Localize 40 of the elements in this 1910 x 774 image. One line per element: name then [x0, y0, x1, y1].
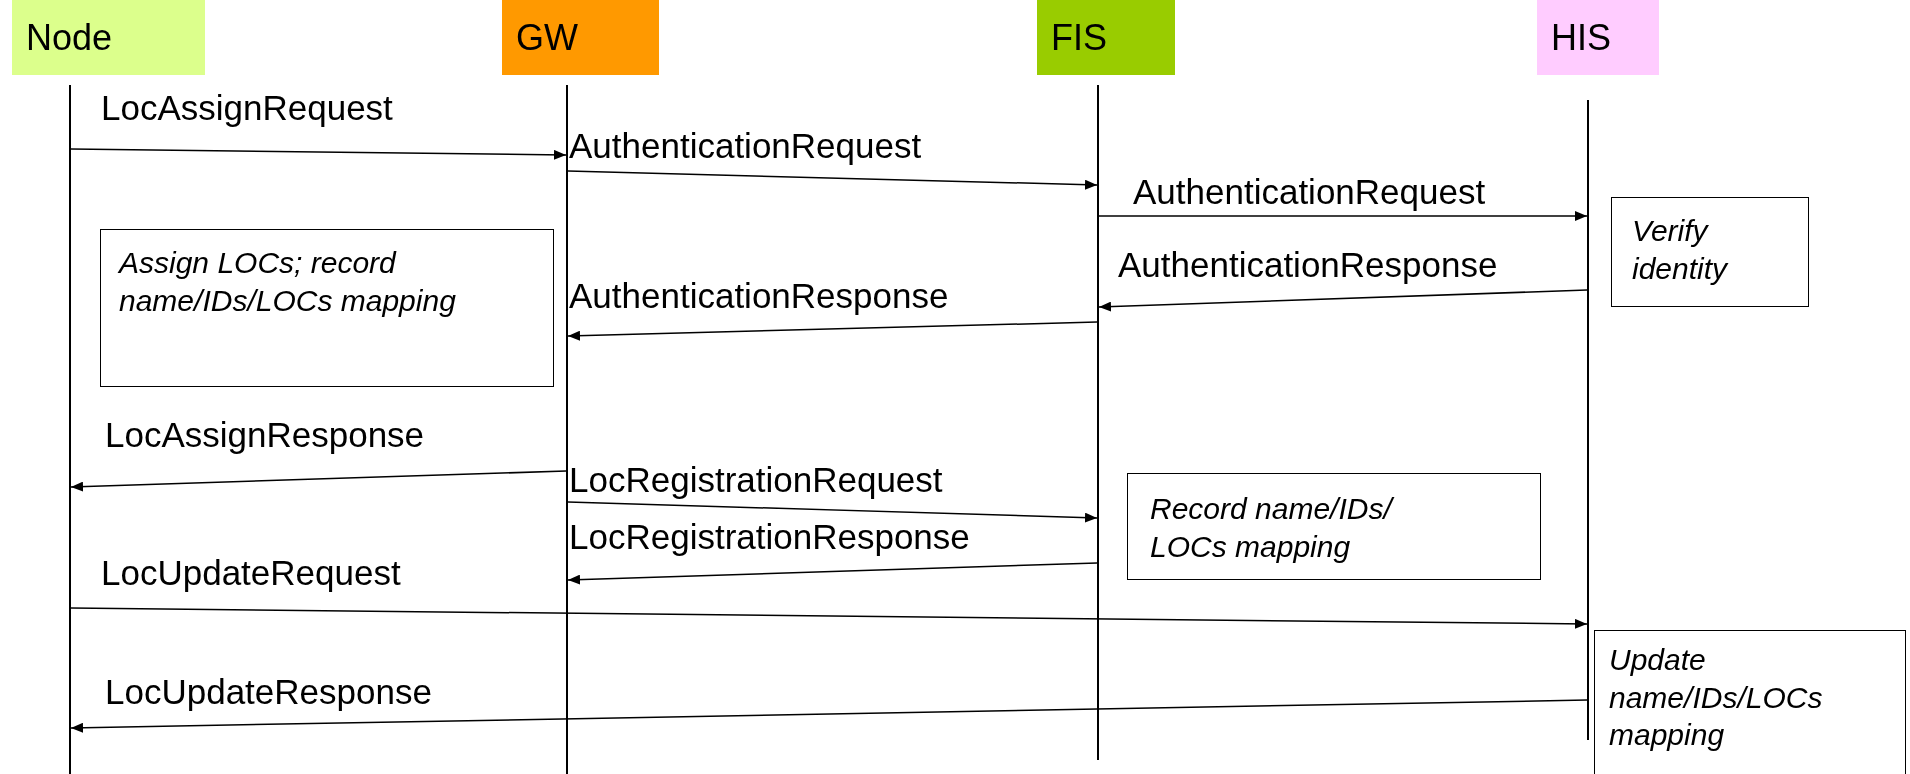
- edge-label: LocAssignRequest: [101, 90, 393, 125]
- message-arrow: [70, 699, 1588, 733]
- lifeline: [566, 85, 568, 774]
- lifeline: [1097, 85, 1099, 760]
- participant-header: [1037, 0, 1175, 75]
- edge-label: AuthenticationRequest: [1133, 174, 1486, 209]
- message-arrow: [567, 170, 1098, 190]
- note-box: [1127, 473, 1541, 580]
- message-arrow: [70, 148, 567, 160]
- note-box: [1594, 630, 1906, 774]
- note-text: Verify identity: [1632, 213, 1730, 287]
- note-text: Update name/IDs/LOCs mapping: [1609, 642, 1824, 753]
- message-arrow: [567, 501, 1098, 523]
- participant-header: [12, 0, 205, 75]
- edge-label: AuthenticationResponse: [569, 278, 949, 313]
- message-arrow: [567, 562, 1098, 585]
- note-box: [100, 229, 554, 387]
- edge-label: LocRegistrationResponse: [569, 519, 970, 554]
- lifeline: [69, 85, 71, 774]
- participant-header: [502, 0, 659, 75]
- note-text: Assign LOCs; record name/IDs/LOCs mapping: [119, 245, 457, 319]
- participant-name: Node: [26, 16, 113, 59]
- edge-label: LocUpdateRequest: [101, 555, 401, 590]
- edge-label: LocRegistrationRequest: [569, 462, 943, 497]
- message-arrow: [70, 470, 567, 492]
- note-text: Record name/IDs/ LOCs mapping: [1150, 490, 1430, 565]
- edge-label: AuthenticationResponse: [1118, 247, 1498, 282]
- edge-label: AuthenticationRequest: [569, 128, 922, 163]
- edge-label: LocAssignResponse: [105, 417, 425, 452]
- participant-name: FIS: [1051, 16, 1107, 59]
- message-arrow: [1098, 211, 1588, 221]
- message-arrow: [70, 607, 1588, 629]
- edge-label: LocUpdateResponse: [105, 674, 432, 709]
- note-box: [1611, 197, 1809, 307]
- participant-name: GW: [516, 16, 578, 59]
- message-arrow: [567, 321, 1098, 341]
- participant-name: HIS: [1551, 16, 1611, 59]
- participant-header: [1537, 0, 1659, 75]
- message-arrow: [1098, 289, 1588, 312]
- lifeline: [1587, 100, 1589, 740]
